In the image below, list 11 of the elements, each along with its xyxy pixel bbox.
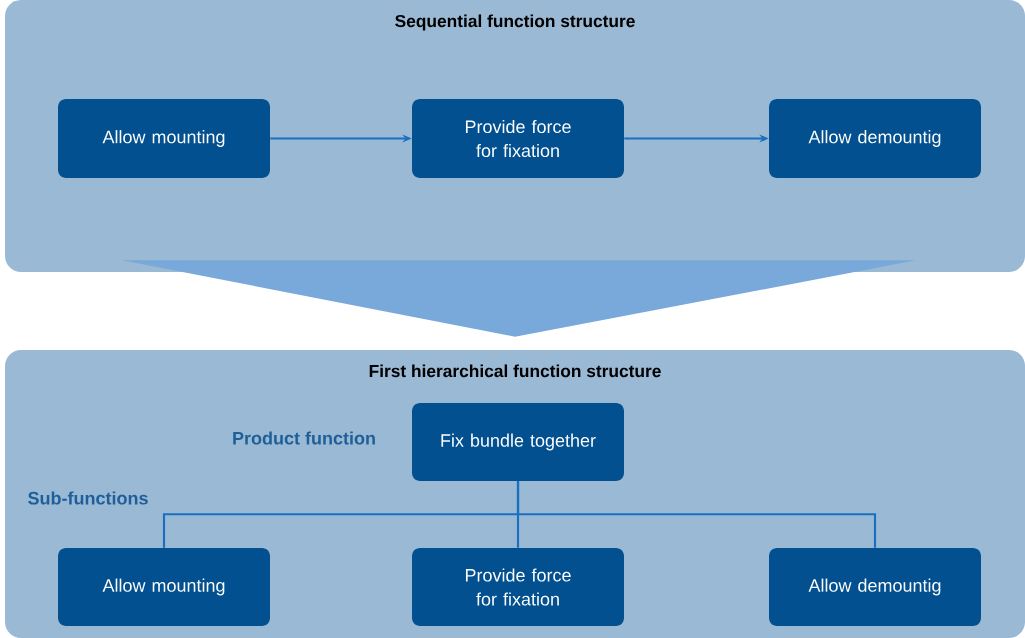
function-box: Provide force for fixation — [412, 99, 624, 178]
tree-connector — [516, 481, 877, 548]
level-label: Product function — [233, 431, 375, 445]
function-box: Fix bundle together — [412, 403, 624, 481]
funnel-arrow — [122, 260, 916, 337]
function-box: Allow mounting — [58, 548, 270, 626]
function-box: Allow demountig — [769, 99, 981, 178]
function-box: Provide force for fixation — [412, 548, 624, 626]
function-box: Allow mounting — [58, 99, 270, 178]
level-label: Sub-functions — [28, 491, 148, 505]
function-box: Allow demountig — [769, 548, 981, 626]
